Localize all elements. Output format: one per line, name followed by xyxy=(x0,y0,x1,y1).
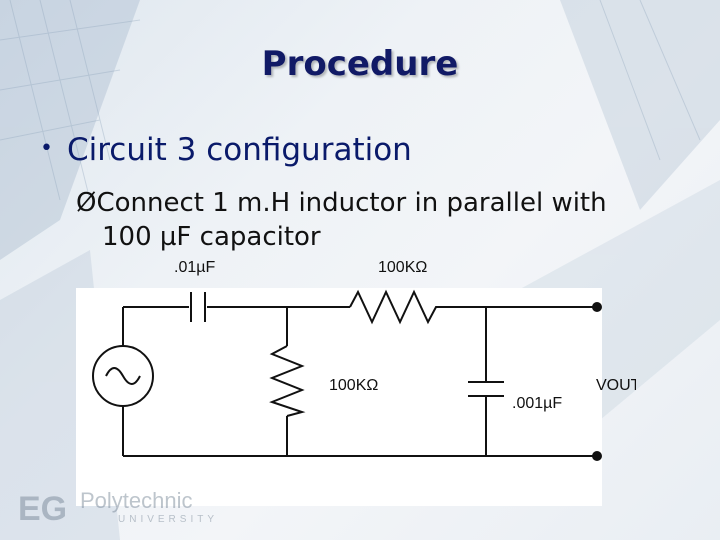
ac-source-icon xyxy=(92,345,154,407)
resistor-2-label: 100KΩ xyxy=(329,377,378,394)
bullet-text: Circuit 3 configuration xyxy=(66,132,412,168)
capacitor-2-label: .001µF xyxy=(512,395,562,412)
sub-bullet-item: ØConnect 1 m.H inductor in parallel with… xyxy=(76,186,676,254)
resistor-1-icon xyxy=(349,289,444,325)
slide-title: Procedure xyxy=(261,44,459,84)
sub-bullet-text-line2: 100 µF capacitor xyxy=(102,222,321,252)
bullet-dot-icon: • xyxy=(40,136,53,161)
arrow-bullet-icon: Ø xyxy=(76,188,97,218)
bullet-item: • Circuit 3 configuration xyxy=(40,132,412,168)
capacitor-1-label: .01µF xyxy=(174,259,215,276)
vout-label: VOUT xyxy=(596,377,636,394)
logo-letters: EG xyxy=(18,490,67,528)
vout-terminal-bottom-icon xyxy=(592,451,602,461)
circuit-diagram: .01µF 100KΩ 100KΩ .001µF VOUT xyxy=(76,259,636,506)
capacitor-1-icon xyxy=(190,292,206,322)
circuit-background xyxy=(76,288,602,506)
university-logo: EG Polytechnic UNIVERSITY xyxy=(18,488,218,528)
resistor-2-icon xyxy=(269,345,306,417)
resistor-1-label: 100KΩ xyxy=(378,259,427,276)
capacitor-2-icon xyxy=(468,381,504,397)
vout-terminal-top-icon xyxy=(592,302,602,312)
sub-bullet-text-line1: Connect 1 m.H inductor in parallel with xyxy=(96,188,607,218)
logo-polytechnic: Polytechnic xyxy=(80,488,193,513)
logo-university: UNIVERSITY xyxy=(118,514,218,525)
